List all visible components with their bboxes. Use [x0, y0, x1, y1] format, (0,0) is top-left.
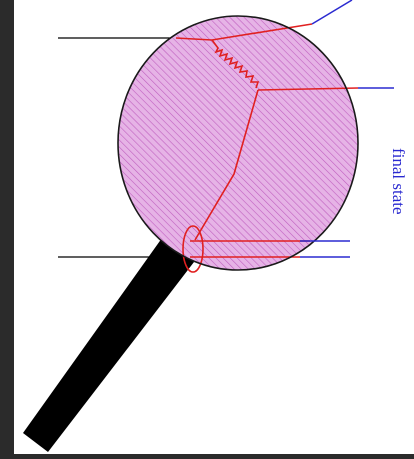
magnifier-lens	[118, 16, 358, 270]
diagram-panel: final state	[14, 0, 414, 454]
magnifier-diagram: final state	[14, 0, 414, 454]
magnifier-handle	[23, 238, 194, 452]
final-state-label: final state	[389, 148, 408, 215]
final-state-line-top	[312, 0, 352, 24]
